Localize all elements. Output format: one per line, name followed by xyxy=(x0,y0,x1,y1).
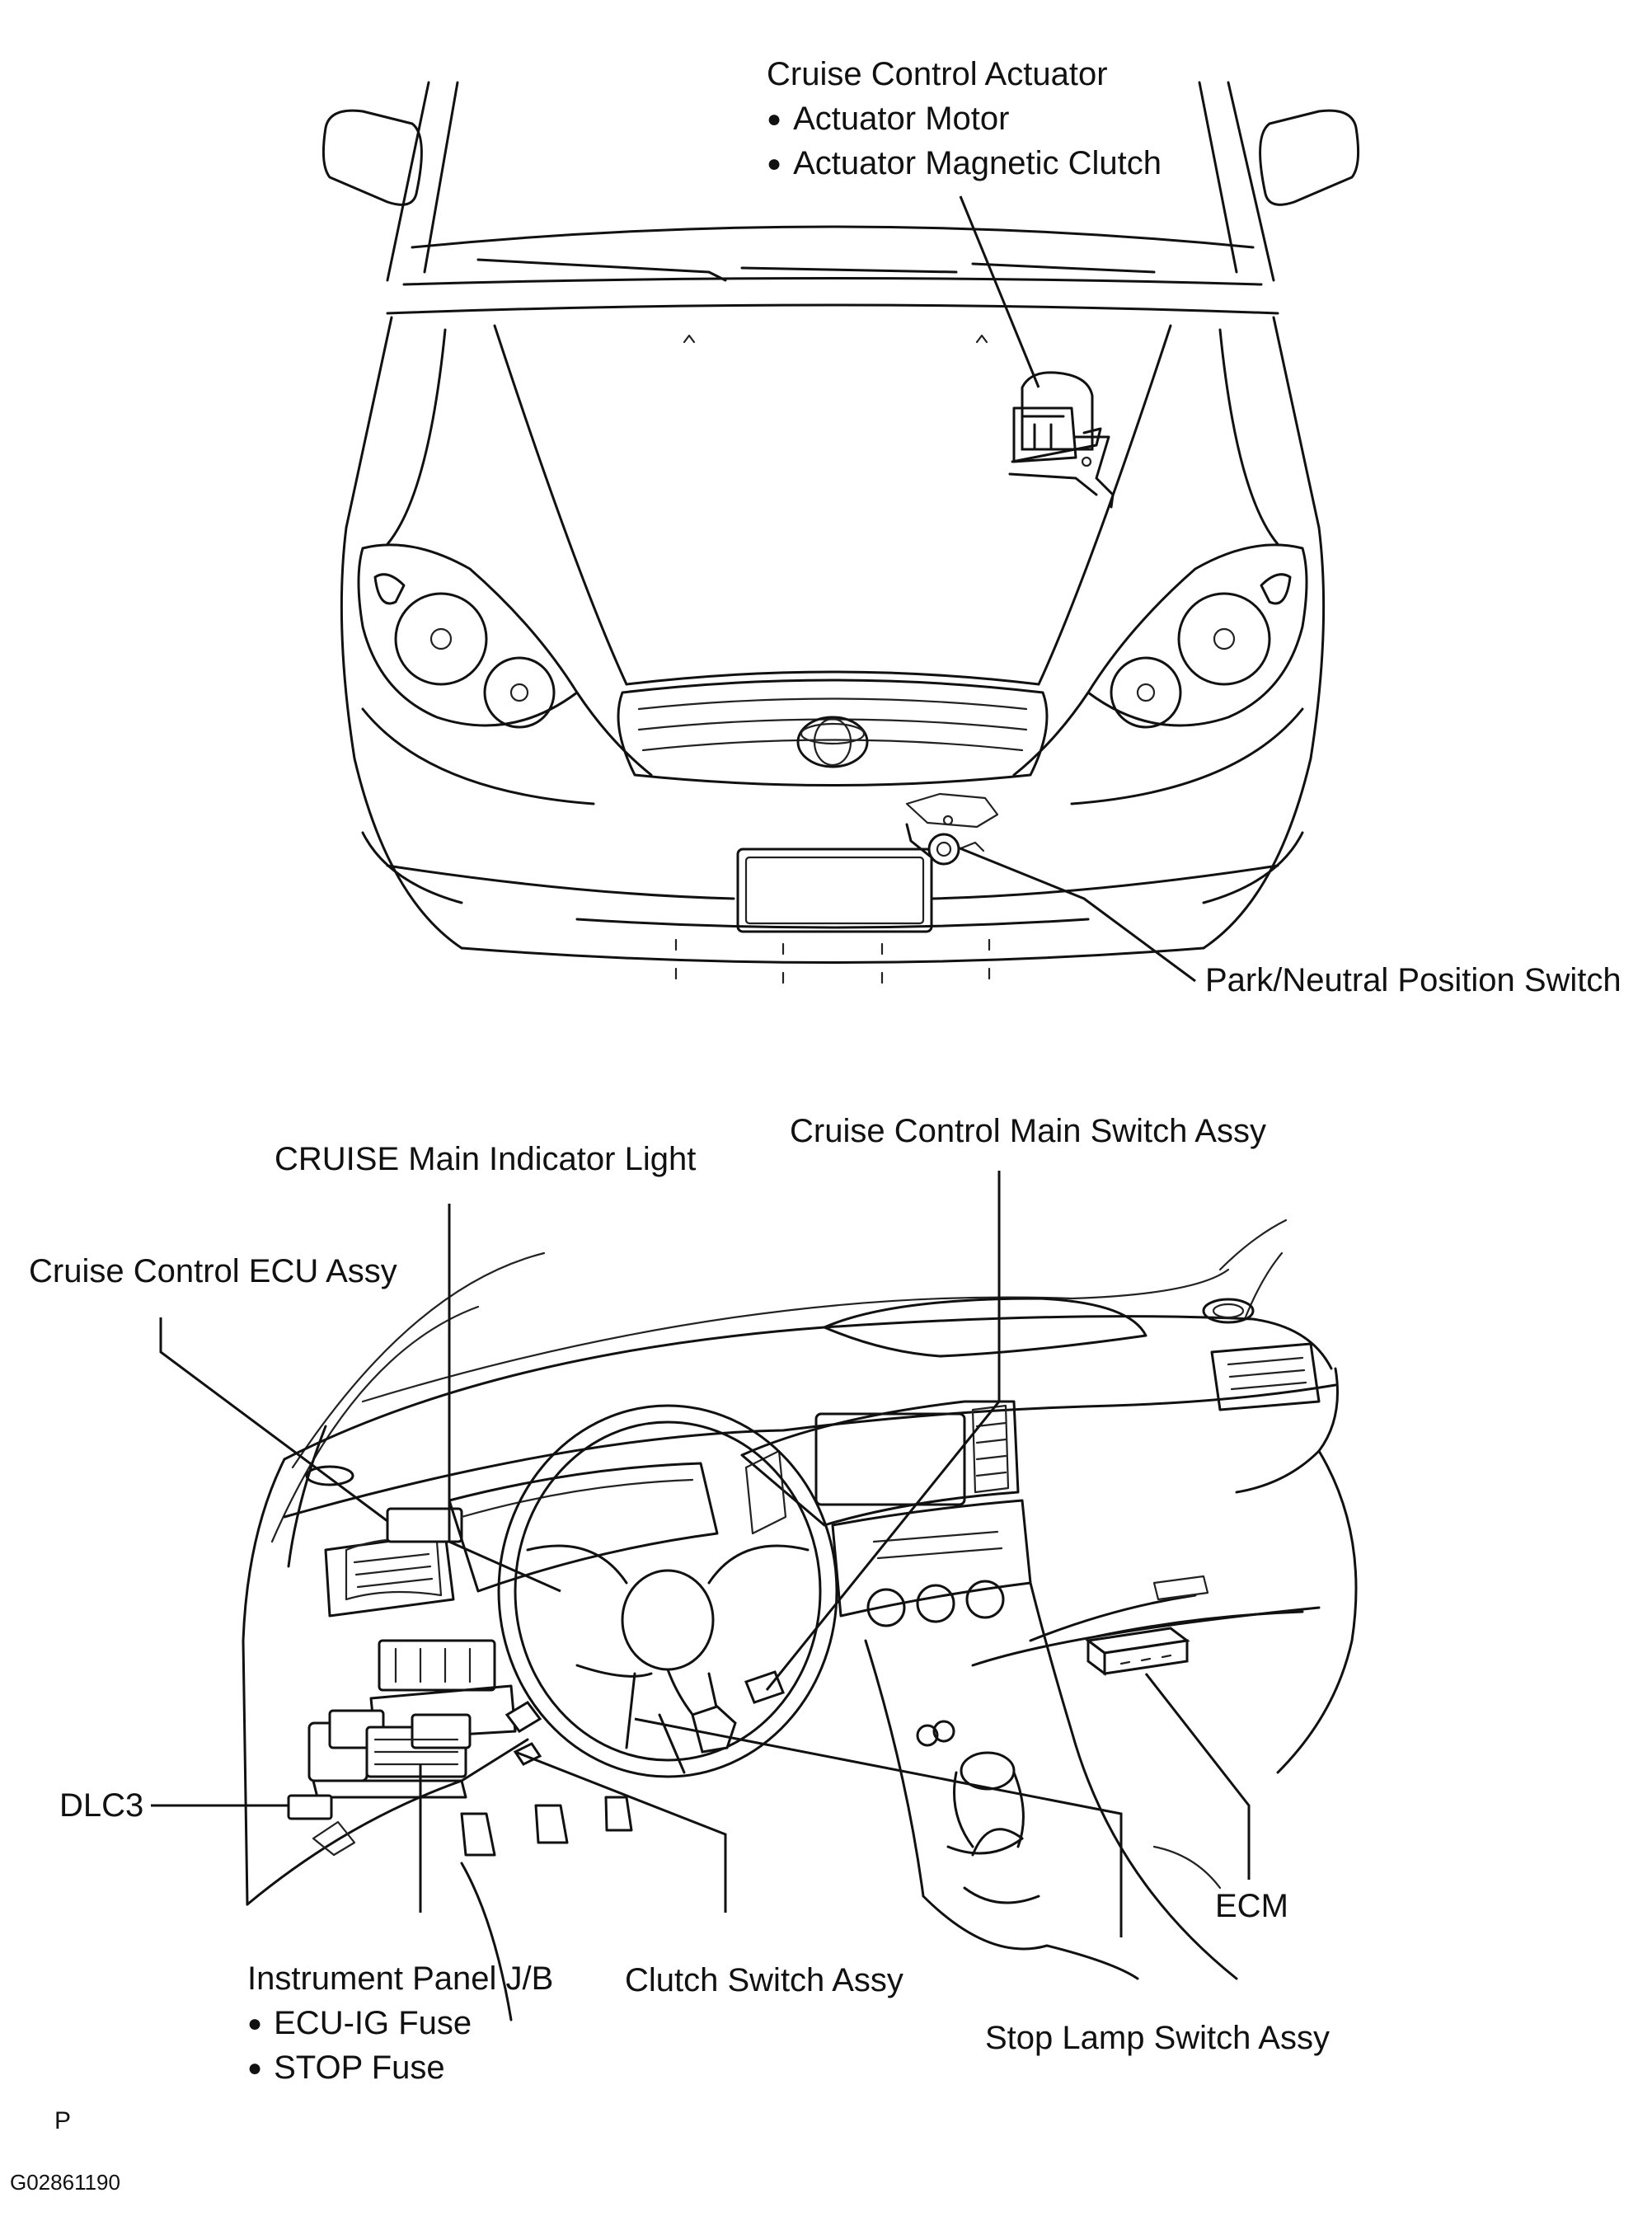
dashboard-illustration xyxy=(242,1218,1358,2021)
label-cruise-control-ecu: Cruise Control ECU Assy xyxy=(29,1253,397,1289)
leader-park-neutral xyxy=(957,846,1196,983)
leader-lines-bottom xyxy=(151,1171,1251,1937)
ecm-part xyxy=(1085,1627,1190,1676)
label-stop-fuse: STOP Fuse xyxy=(247,2048,445,2091)
label-instrument-panel-jb: Instrument Panel J/B xyxy=(247,1960,554,1997)
page-letter: P xyxy=(54,2107,72,2134)
label-park-neutral-position-switch: Park/Neutral Position Switch xyxy=(1205,962,1621,998)
label-cruise-main-indicator-light: CRUISE Main Indicator Light xyxy=(275,1141,697,1177)
instrument-panel-jb-part xyxy=(307,1709,472,1799)
cruise-control-actuator-part xyxy=(1008,371,1115,509)
label-ecu-ig-fuse: ECU-IG Fuse xyxy=(247,2003,472,2046)
dlc3-part xyxy=(287,1794,333,1820)
park-neutral-switch-part xyxy=(905,823,985,866)
figure-code: G02861190 xyxy=(10,2170,120,2195)
label-ecm: ECM xyxy=(1215,1888,1288,1924)
vehicle-front-illustration xyxy=(321,81,1360,984)
label-cruise-control-actuator: Cruise Control Actuator xyxy=(767,56,1108,92)
label-dlc3: DLC3 xyxy=(59,1787,144,1824)
label-actuator-motor: Actuator Motor xyxy=(767,99,1009,142)
label-actuator-magnetic-clutch: Actuator Magnetic Clutch xyxy=(767,143,1162,186)
label-stop-lamp-switch-assy: Stop Lamp Switch Assy xyxy=(985,2020,1330,2056)
leader-actuator xyxy=(959,195,1040,388)
label-clutch-switch-assy: Clutch Switch Assy xyxy=(625,1962,903,1998)
label-cruise-control-main-switch: Cruise Control Main Switch Assy xyxy=(790,1113,1266,1149)
